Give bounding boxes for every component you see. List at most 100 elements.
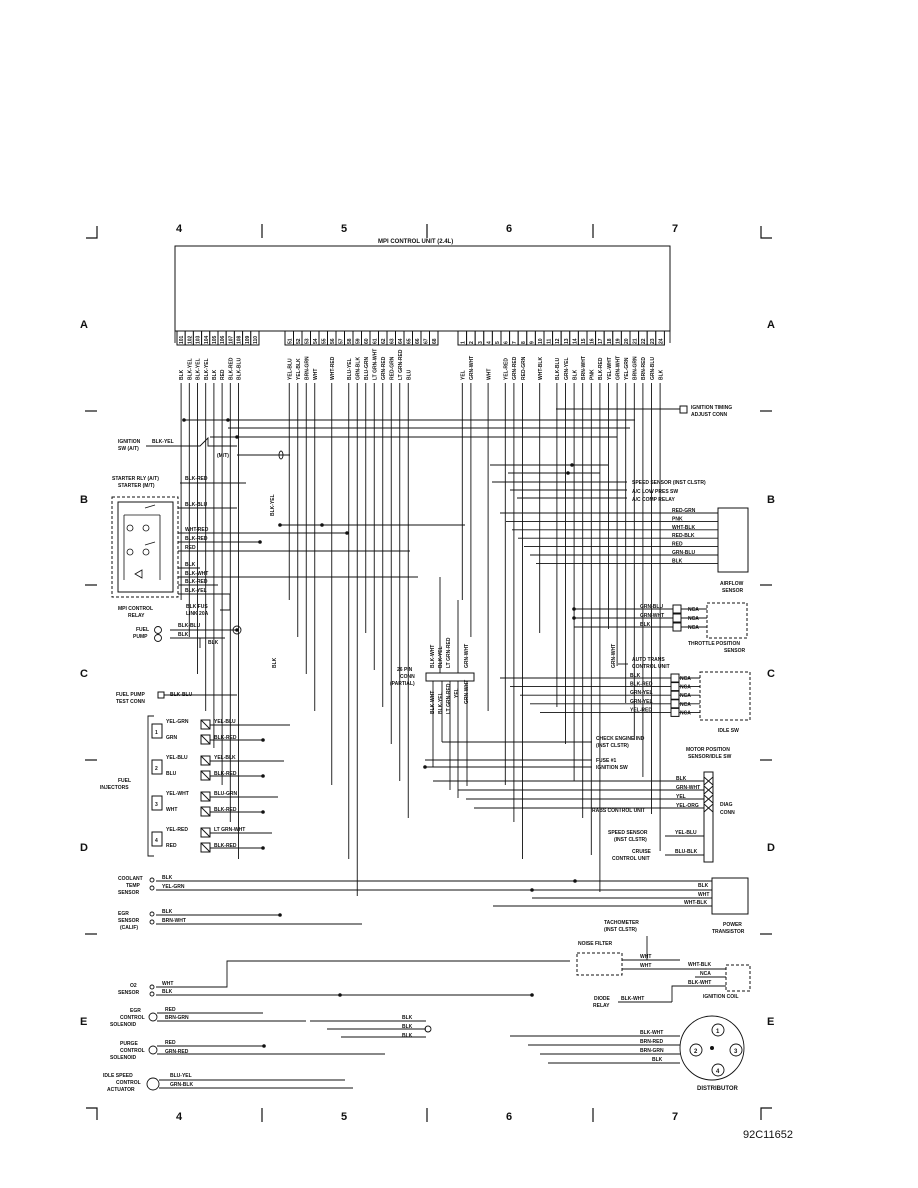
pin-wire-color: GRN-RED bbox=[512, 356, 518, 380]
svg-text:WHT: WHT bbox=[162, 981, 173, 987]
svg-text:INJECTORS: INJECTORS bbox=[100, 785, 129, 791]
pin-wire-color: YEL-BLK bbox=[296, 358, 302, 380]
svg-text:DISTRIBUTOR: DISTRIBUTOR bbox=[697, 1086, 739, 1092]
pin-number: 63 bbox=[390, 338, 396, 344]
pin-number: 10 bbox=[538, 338, 544, 344]
wire-label: PNK bbox=[672, 516, 683, 522]
svg-text:SW (A/T): SW (A/T) bbox=[118, 446, 139, 452]
svg-text:TACHOMETER: TACHOMETER bbox=[604, 920, 639, 926]
svg-text:3: 3 bbox=[734, 1049, 738, 1055]
svg-text:PUMP: PUMP bbox=[133, 634, 148, 640]
pin-wire-color: RED bbox=[220, 369, 226, 380]
svg-text:PURGE: PURGE bbox=[120, 1041, 138, 1047]
svg-text:BLK: BLK bbox=[185, 562, 196, 568]
idle-speed-control-actuator: IDLE SPEED CONTROL ACTUATOR BLU-YEL GRN-… bbox=[103, 1073, 353, 1093]
svg-text:A/C COMP RELAY: A/C COMP RELAY bbox=[632, 497, 675, 503]
wire-label: BLK-RED bbox=[214, 843, 237, 849]
svg-text:AUTO TRANS: AUTO TRANS bbox=[632, 657, 665, 663]
o2-sensor: O2 SENSOR WHT BLK bbox=[118, 960, 570, 997]
pin-number: 1 bbox=[461, 341, 467, 344]
control-unit-title: MPI CONTROL UNIT (2.4L) bbox=[378, 239, 453, 245]
svg-text:AIRFLOW: AIRFLOW bbox=[720, 581, 744, 587]
svg-text:MPI CONTROL: MPI CONTROL bbox=[118, 606, 153, 612]
col-label-bottom: 6 bbox=[506, 1111, 512, 1123]
coolant-temp-sensor: COOLANT TEMP SENSOR BLK YEL-GRN bbox=[118, 875, 717, 896]
pin-wire-color: BLK-YEL bbox=[187, 358, 193, 380]
row-label-right: C bbox=[767, 668, 775, 680]
nca-label: NCA bbox=[680, 702, 691, 708]
svg-text:DIAG: DIAG bbox=[720, 802, 733, 808]
pin-number: 18 bbox=[607, 338, 613, 344]
diode-relay: DIODE RELAY BLK-WHT bbox=[593, 985, 680, 1009]
svg-text:ACTUATOR: ACTUATOR bbox=[107, 1087, 135, 1093]
pin-wire-color: BLU-GRN bbox=[364, 357, 370, 380]
pin-wire-color: BLK-YEL bbox=[204, 358, 210, 380]
row-label-left: C bbox=[80, 668, 88, 680]
pin-wire-color: YEL bbox=[461, 370, 467, 380]
pin-wire-color: GRN-BLU bbox=[650, 357, 656, 380]
svg-text:EGR: EGR bbox=[118, 911, 129, 917]
mpi-control-unit-box bbox=[174, 245, 671, 332]
pin-wire-color: YEL-WHT bbox=[607, 357, 613, 380]
ground-wires: BLK BLK BLK bbox=[310, 1015, 432, 1039]
svg-text:BLK-RED: BLK-RED bbox=[185, 579, 208, 585]
svg-text:BLK-WHT: BLK-WHT bbox=[621, 996, 644, 1002]
svg-text:(CALIF): (CALIF) bbox=[120, 925, 138, 931]
drawing-number: 92C11652 bbox=[743, 1129, 793, 1141]
pin-number: 61 bbox=[373, 338, 379, 344]
pin-header: 101BLK102BLK-YEL103BLK-YEL104BLK-YEL105B… bbox=[176, 330, 665, 380]
pin-number: 13 bbox=[564, 338, 570, 344]
wire-label: RED-GRN bbox=[672, 508, 696, 514]
injector-number: 3 bbox=[155, 802, 158, 808]
pin-number: 68 bbox=[432, 338, 438, 344]
svg-text:CONTROL: CONTROL bbox=[116, 1080, 141, 1086]
wire-label: GRN-YEL bbox=[630, 690, 653, 696]
pin-number: 65 bbox=[407, 338, 413, 344]
row-label-left: D bbox=[80, 842, 88, 854]
pin-wire-color: BLK bbox=[179, 369, 185, 380]
wire-label: YEL-BLU bbox=[214, 719, 236, 725]
pin-number: 105 bbox=[212, 335, 218, 344]
pin-number: 15 bbox=[581, 338, 587, 344]
pin-number: 59 bbox=[356, 338, 362, 344]
wire-label: BLK-RED bbox=[630, 682, 653, 688]
svg-text:TEST CONN: TEST CONN bbox=[116, 699, 145, 705]
pin-number: 22 bbox=[641, 338, 647, 344]
col-label-bottom: 4 bbox=[176, 1111, 183, 1123]
egr-sensor: EGR SENSOR (CALIF) BLK BRN-WHT bbox=[118, 909, 362, 931]
pin-number: 51 bbox=[288, 338, 294, 344]
svg-text:RELAY: RELAY bbox=[128, 613, 145, 619]
svg-text:GRN-BLK: GRN-BLK bbox=[170, 1082, 193, 1088]
egr-control-solenoid: EGR CONTROL SOLENOID RED BRN-GRN bbox=[110, 1007, 306, 1028]
pin-wire-color: BLK bbox=[212, 369, 218, 380]
svg-text:WHT: WHT bbox=[698, 892, 709, 898]
pin-number: 103 bbox=[196, 335, 202, 344]
svg-text:BLK-BLU: BLK-BLU bbox=[185, 502, 208, 508]
pin-number: 12 bbox=[555, 338, 561, 344]
vertical-wires bbox=[180, 383, 661, 896]
pin-number: 58 bbox=[347, 338, 353, 344]
injector-number: 4 bbox=[155, 838, 158, 844]
injector-number: 2 bbox=[155, 766, 158, 772]
pin-number: 104 bbox=[204, 335, 210, 344]
svg-text:BLK-BLU: BLK-BLU bbox=[178, 623, 201, 629]
pin-wire-color: BLK-RED bbox=[598, 357, 604, 380]
svg-text:BLK FUS: BLK FUS bbox=[186, 604, 208, 610]
svg-text:BLU-BLK: BLU-BLK bbox=[675, 849, 698, 855]
svg-text:DIODE: DIODE bbox=[594, 996, 611, 1002]
col-label-top: 6 bbox=[506, 223, 512, 235]
wire-label: BLK bbox=[672, 558, 683, 564]
svg-text:SENSOR: SENSOR bbox=[118, 890, 140, 896]
svg-text:BRN-RED: BRN-RED bbox=[640, 1039, 663, 1045]
pin-number: 20 bbox=[624, 338, 630, 344]
wire-label: YEL-BLK bbox=[214, 755, 236, 761]
pin-wire-color: WHT-RED bbox=[330, 356, 336, 380]
nca-label: NCA bbox=[688, 616, 699, 622]
svg-text:IDLE SPEED: IDLE SPEED bbox=[103, 1073, 133, 1079]
svg-text:SPEED SENSOR (INST CLSTR): SPEED SENSOR (INST CLSTR) bbox=[632, 480, 706, 486]
wire-label: WHT-BLK bbox=[672, 525, 695, 531]
svg-text:BLK: BLK bbox=[402, 1015, 413, 1021]
pin-number: 52 bbox=[296, 338, 302, 344]
